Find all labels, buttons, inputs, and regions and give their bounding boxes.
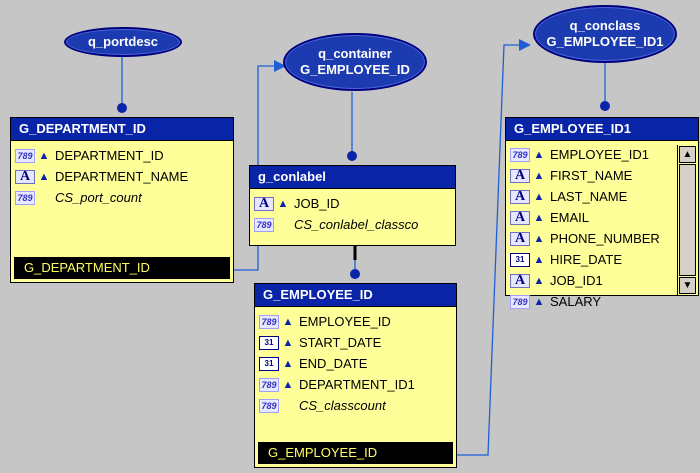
group-item[interactable]: A ▲ JOB_ID <box>250 193 455 214</box>
group-item-label: END_DATE <box>299 356 368 371</box>
number-type-icon: 789 <box>254 217 274 232</box>
group-item-label: JOB_ID1 <box>550 273 603 288</box>
group-item[interactable]: 789 CS_conlabel_classco <box>250 214 455 235</box>
key-arrow-icon: ▲ <box>533 148 545 161</box>
group-item-label: FIRST_NAME <box>550 168 633 183</box>
group-employee1[interactable]: G_EMPLOYEE_ID1 789 ▲ EMPLOYEE_ID1 A ▲ FI… <box>505 117 699 309</box>
group-item[interactable]: 789 CS_classcount <box>255 395 456 416</box>
key-arrow-icon: ▲ <box>282 357 294 370</box>
group-item[interactable]: 789 ▲ EMPLOYEE_ID <box>255 311 456 332</box>
number-type-icon: 789 <box>15 148 35 163</box>
query-conclass-label: q_conclass <box>569 18 641 33</box>
character-type-icon: A <box>15 169 35 184</box>
number-type-icon: 789 <box>259 314 279 329</box>
number-type-icon: 789 <box>510 294 530 309</box>
character-type-icon: A <box>510 273 530 288</box>
group-item[interactable]: A ▲ DEPARTMENT_NAME <box>11 166 233 187</box>
query-portdesc-label: q_portdesc <box>87 34 159 49</box>
group-item-label: SALARY <box>550 294 602 309</box>
character-type-icon: A <box>510 210 530 225</box>
query-container[interactable]: q_container G_EMPLOYEE_ID <box>283 33 427 91</box>
group-item[interactable]: 789 ▲ DEPARTMENT_ID <box>11 145 233 166</box>
key-arrow-icon: ▲ <box>533 232 545 245</box>
group-item[interactable]: 31 ▲ START_DATE <box>255 332 456 353</box>
number-type-icon: 789 <box>259 377 279 392</box>
key-arrow-icon: ▲ <box>533 253 545 266</box>
group-item[interactable]: 789 CS_port_count <box>11 187 233 208</box>
vertical-scrollbar[interactable]: ▲ ▼ <box>677 145 698 295</box>
group-item[interactable]: A ▲ EMAIL <box>506 207 698 228</box>
arrowhead-icon <box>274 60 286 72</box>
character-type-icon: A <box>510 231 530 246</box>
group-department[interactable]: G_DEPARTMENT_ID 789 ▲ DEPARTMENT_ID A ▲ … <box>10 117 234 283</box>
scroll-down-button[interactable]: ▼ <box>679 277 696 294</box>
group-item[interactable]: A ▲ JOB_ID1 <box>506 270 698 291</box>
character-type-icon: A <box>254 196 274 211</box>
group-item-label: DEPARTMENT_ID1 <box>299 377 415 392</box>
group-item-label: DEPARTMENT_NAME <box>55 169 189 184</box>
key-arrow-icon: ▲ <box>282 378 294 391</box>
group-item-label: CS_port_count <box>55 190 142 205</box>
date-type-icon: 31 <box>259 335 279 350</box>
key-arrow-icon: ▲ <box>282 315 294 328</box>
number-type-icon: 789 <box>510 147 530 162</box>
key-arrow-icon: ▲ <box>533 274 545 287</box>
key-arrow-icon: ▲ <box>533 190 545 203</box>
key-arrow-icon: ▲ <box>533 295 545 308</box>
date-type-icon: 31 <box>259 356 279 371</box>
query-portdesc[interactable]: q_portdesc <box>64 27 182 57</box>
link-dot-icon <box>117 103 127 113</box>
group-item[interactable]: 31 ▲ HIRE_DATE <box>506 249 698 270</box>
group-item[interactable]: A ▲ PHONE_NUMBER <box>506 228 698 249</box>
group-item[interactable]: 31 ▲ END_DATE <box>255 353 456 374</box>
number-type-icon: 789 <box>259 398 279 413</box>
group-department-footer[interactable]: G_DEPARTMENT_ID <box>14 257 230 279</box>
group-department-title: G_DEPARTMENT_ID <box>11 118 233 141</box>
group-item-label: START_DATE <box>299 335 382 350</box>
character-type-icon: A <box>510 168 530 183</box>
group-employee-title: G_EMPLOYEE_ID <box>255 284 456 307</box>
group-employee-footer[interactable]: G_EMPLOYEE_ID <box>258 442 453 464</box>
key-arrow-icon: ▲ <box>38 149 50 162</box>
link-dot-icon <box>600 101 610 111</box>
key-arrow-icon: ▲ <box>533 169 545 182</box>
group-employee1-title: G_EMPLOYEE_ID1 <box>506 118 698 141</box>
group-item[interactable]: A ▲ FIRST_NAME <box>506 165 698 186</box>
group-item-label: EMPLOYEE_ID <box>299 314 391 329</box>
key-arrow-icon: ▲ <box>38 170 50 183</box>
group-item-label: EMPLOYEE_ID1 <box>550 147 649 162</box>
link-dot-icon <box>350 269 360 279</box>
group-item-label: CS_conlabel_classco <box>294 217 419 232</box>
link-dot-icon <box>347 151 357 161</box>
arrowhead-icon <box>519 39 531 51</box>
key-arrow-icon: ▲ <box>282 336 294 349</box>
character-type-icon: A <box>510 189 530 204</box>
group-conlabel[interactable]: g_conlabel A ▲ JOB_ID 789 CS_conlabel_cl… <box>249 165 456 246</box>
group-item-label: PHONE_NUMBER <box>550 231 660 246</box>
key-arrow-icon: ▲ <box>533 211 545 224</box>
scroll-track[interactable] <box>679 164 696 276</box>
group-item-label: JOB_ID <box>294 196 340 211</box>
group-employee[interactable]: G_EMPLOYEE_ID 789 ▲ EMPLOYEE_ID 31 ▲ STA… <box>254 283 457 468</box>
link-employee-conclass <box>455 44 520 456</box>
key-arrow-icon: ▲ <box>277 197 289 210</box>
group-item[interactable]: A ▲ LAST_NAME <box>506 186 698 207</box>
group-item-label: DEPARTMENT_ID <box>55 148 164 163</box>
number-type-icon: 789 <box>15 190 35 205</box>
group-conlabel-title: g_conlabel <box>250 166 455 189</box>
group-item[interactable]: 789 ▲ SALARY <box>506 291 698 312</box>
group-item-label: CS_classcount <box>299 398 386 413</box>
group-item[interactable]: 789 ▲ EMPLOYEE_ID1 <box>506 144 698 165</box>
query-conclass[interactable]: q_conclass G_EMPLOYEE_ID1 <box>533 5 677 63</box>
group-item-label: EMAIL <box>550 210 590 225</box>
group-item-label: LAST_NAME <box>550 189 628 204</box>
group-item-label: HIRE_DATE <box>550 252 622 267</box>
date-type-icon: 31 <box>510 252 530 267</box>
query-conclass-group: G_EMPLOYEE_ID1 <box>546 34 664 49</box>
query-container-group: G_EMPLOYEE_ID <box>300 62 410 77</box>
scroll-up-button[interactable]: ▲ <box>679 146 696 163</box>
query-container-label: q_container <box>318 46 392 61</box>
group-item[interactable]: 789 ▲ DEPARTMENT_ID1 <box>255 374 456 395</box>
